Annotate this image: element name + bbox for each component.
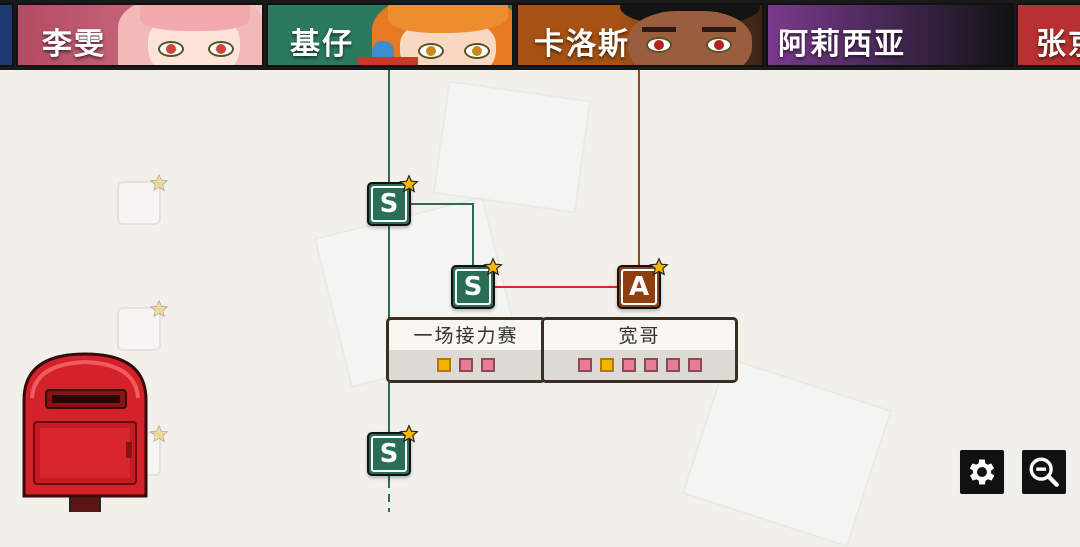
character-name-ji-zi: 基仔	[290, 27, 354, 62]
locked-node	[117, 299, 169, 351]
mailbox-icon[interactable]	[18, 350, 152, 519]
character-name-zhang: 张京	[1036, 27, 1080, 62]
background-paper	[432, 80, 592, 214]
story-progress-squares	[544, 350, 735, 380]
progress-square	[665, 358, 680, 372]
ji-zi-route-dashed	[388, 480, 390, 512]
zoom-out-button[interactable]	[1020, 448, 1068, 496]
ji-zi-portrait	[358, 5, 512, 65]
branch-line-horizontal	[410, 203, 474, 205]
star-icon	[149, 424, 169, 443]
star-icon	[399, 174, 419, 193]
character-tab-left-edge[interactable]	[0, 3, 14, 67]
gear-icon	[969, 459, 995, 485]
story-node-ji-s-3[interactable]: S	[367, 424, 419, 476]
node-grade: S	[455, 269, 491, 305]
star-icon	[483, 257, 503, 276]
node-grade: S	[371, 186, 407, 222]
progress-square	[621, 358, 636, 372]
character-name-carlos: 卡洛斯	[534, 27, 630, 62]
li-wen-portrait	[118, 5, 262, 65]
settings-button[interactable]	[958, 448, 1006, 496]
background-paper	[682, 356, 892, 547]
cross-link-line	[494, 286, 618, 288]
carlos-portrait	[614, 5, 762, 65]
progress-square	[459, 358, 473, 372]
star-icon	[149, 299, 169, 318]
progress-square	[577, 358, 592, 372]
character-tab-alicia[interactable]: 阿莉西亚	[766, 3, 1014, 67]
story-node-carlos-a-1[interactable]: A	[617, 257, 669, 309]
progress-square	[643, 358, 658, 372]
zoom-out-icon	[1029, 457, 1059, 487]
branch-line-vertical	[472, 203, 474, 265]
character-tab-ji-zi[interactable]: 基仔	[266, 3, 514, 67]
story-progress-squares	[389, 350, 543, 380]
character-bar: 李雯 基仔 卡洛斯 阿莉西亚 张京	[0, 0, 1080, 70]
story-node-ji-s-2[interactable]: S	[451, 257, 503, 309]
character-tab-li-wen[interactable]: 李雯	[16, 3, 264, 67]
carlos-route-line	[638, 70, 640, 266]
story-card-title: 一场接力赛	[413, 325, 519, 347]
character-tab-zhang[interactable]: 张京	[1016, 3, 1080, 67]
node-grade: S	[371, 436, 407, 472]
character-name-alicia: 阿莉西亚	[778, 27, 906, 62]
star-icon	[649, 257, 669, 276]
story-card-relay-race[interactable]: 一场接力赛	[386, 317, 546, 383]
star-icon	[399, 424, 419, 443]
progress-square	[481, 358, 495, 372]
progress-square	[437, 358, 451, 372]
character-name-li-wen: 李雯	[42, 27, 106, 62]
progress-square	[687, 358, 702, 372]
node-grade: A	[621, 269, 657, 305]
locked-node	[117, 173, 169, 225]
ji-zi-route-line	[388, 70, 390, 480]
story-card-kuan-ge[interactable]: 宽哥	[541, 317, 738, 383]
story-node-ji-s-1[interactable]: S	[367, 174, 419, 226]
progress-square	[599, 358, 614, 372]
character-tab-carlos[interactable]: 卡洛斯	[516, 3, 764, 67]
star-icon	[149, 173, 169, 192]
story-card-title: 宽哥	[618, 325, 661, 347]
